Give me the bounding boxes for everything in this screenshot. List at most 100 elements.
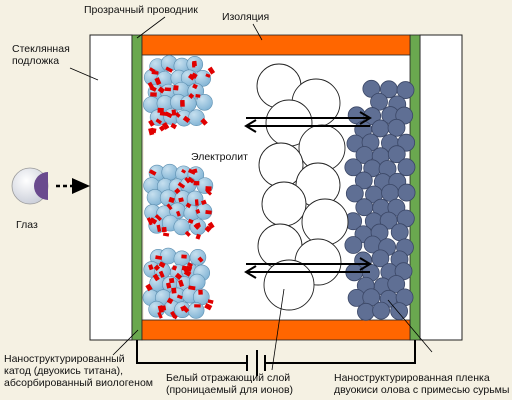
viologen-molecule bbox=[207, 66, 216, 75]
label-insulation: Изоляция bbox=[222, 11, 270, 23]
viologen-molecule bbox=[176, 210, 181, 217]
viologen-molecule bbox=[184, 230, 191, 237]
viologen-molecule bbox=[149, 85, 157, 92]
viologen-molecule bbox=[178, 279, 185, 288]
viologen-molecule bbox=[148, 169, 157, 176]
double-arrow-icon bbox=[244, 257, 372, 279]
viologen-molecule bbox=[157, 305, 164, 313]
viologen-molecule bbox=[168, 277, 175, 284]
viologen-molecule bbox=[154, 214, 162, 222]
viologen-molecule bbox=[195, 233, 201, 240]
tin-oxide-particle bbox=[344, 236, 363, 254]
white-particle bbox=[263, 259, 315, 311]
viologen-molecule bbox=[157, 311, 163, 319]
viologen-molecule bbox=[178, 197, 184, 203]
viologen-molecule bbox=[155, 118, 163, 125]
viologen-molecule bbox=[207, 299, 214, 304]
glass-substrate-left bbox=[89, 34, 133, 341]
label-electrolyte: Электролит bbox=[191, 151, 248, 163]
viologen-molecule bbox=[165, 282, 172, 289]
viologen-molecule bbox=[158, 270, 165, 278]
viologen-molecule bbox=[168, 196, 175, 204]
viologen-molecule bbox=[153, 264, 161, 271]
viologen-molecule bbox=[188, 285, 196, 291]
viologen-molecule bbox=[166, 297, 174, 305]
double-arrow-icon bbox=[244, 111, 372, 133]
viologen-molecule bbox=[172, 313, 178, 320]
viologen-molecule bbox=[184, 177, 191, 184]
viologen-molecule bbox=[198, 289, 203, 295]
viologen-molecule bbox=[180, 99, 185, 107]
viologen-molecule bbox=[177, 182, 186, 189]
tin-oxide-particle bbox=[387, 118, 406, 137]
label-white-layer: Белый отражающий слой (проницаемый для и… bbox=[166, 372, 294, 396]
tin-oxide-particle bbox=[397, 183, 416, 202]
viologen-molecule bbox=[207, 221, 215, 230]
viologen-molecule bbox=[158, 125, 166, 132]
viologen-molecule bbox=[152, 273, 160, 282]
viologen-molecule bbox=[155, 255, 163, 260]
eye-icon bbox=[11, 167, 49, 205]
tin-oxide-particles bbox=[344, 79, 416, 321]
viologen-molecule bbox=[182, 115, 191, 123]
viologen-molecule bbox=[154, 77, 162, 86]
tio2-particle bbox=[161, 163, 179, 181]
viologen-molecule bbox=[204, 225, 212, 233]
viologen-molecule bbox=[200, 118, 208, 126]
external-circuit bbox=[136, 340, 416, 376]
tin-oxide-particle bbox=[390, 302, 408, 321]
viologen-molecule bbox=[171, 265, 178, 271]
viologen-molecule bbox=[145, 283, 153, 292]
viologen-molecule bbox=[164, 87, 172, 92]
viologen-molecule bbox=[161, 226, 167, 233]
label-transparent-conductor: Прозрачный проводник bbox=[84, 4, 198, 16]
tio2-particle bbox=[189, 249, 207, 266]
viologen-molecule bbox=[183, 269, 192, 277]
tin-oxide-particle bbox=[387, 275, 406, 293]
viologen-molecule bbox=[191, 62, 196, 68]
transparent-conductor-left bbox=[131, 34, 143, 341]
arrow-right-icon bbox=[56, 178, 90, 194]
viologen-molecule bbox=[174, 187, 181, 195]
viologen-molecule bbox=[162, 232, 170, 237]
label-glass-substrate: Стеклянная подложка bbox=[12, 43, 70, 67]
viologen-molecule bbox=[185, 202, 192, 209]
white-particle bbox=[261, 181, 307, 227]
viologen-molecule bbox=[156, 224, 162, 233]
viologen-molecule bbox=[192, 83, 198, 90]
viologen-molecule bbox=[149, 217, 158, 225]
white-reflective-particles bbox=[256, 63, 349, 311]
tin-oxide-particle bbox=[390, 223, 409, 242]
viologen-molecule bbox=[148, 67, 156, 74]
viologen-molecule bbox=[159, 111, 167, 116]
viologen-molecule bbox=[195, 222, 201, 228]
tin-oxide-particle bbox=[370, 92, 388, 111]
white-particle bbox=[301, 198, 349, 246]
viologen-molecule bbox=[171, 109, 177, 116]
viologen-molecule bbox=[205, 210, 212, 215]
insulation-bottom bbox=[141, 319, 411, 341]
label-cathode: Наноструктурированный катод (двуокись ти… bbox=[4, 353, 153, 389]
tin-oxide-particle bbox=[354, 171, 373, 190]
viologen-molecule bbox=[195, 208, 201, 214]
viologen-molecule bbox=[180, 305, 187, 312]
viologen-molecule bbox=[166, 203, 173, 211]
tio2-particle bbox=[196, 94, 213, 111]
viologen-molecule bbox=[205, 186, 212, 192]
viologen-molecule bbox=[158, 261, 166, 268]
tin-oxide-particle bbox=[397, 158, 416, 177]
viologen-molecule bbox=[188, 73, 196, 81]
tin-oxide-particle bbox=[379, 211, 398, 230]
viologen-molecule bbox=[188, 168, 196, 175]
viologen-molecule bbox=[176, 294, 183, 300]
tio2-particle bbox=[188, 109, 205, 126]
viologen-molecule bbox=[174, 272, 183, 281]
viologen-molecule bbox=[181, 168, 187, 174]
viologen-molecule bbox=[195, 94, 201, 98]
viologen-molecule bbox=[174, 112, 181, 118]
viologen-molecule bbox=[165, 66, 173, 73]
insulation-top bbox=[141, 34, 411, 56]
viologen-molecule bbox=[157, 107, 164, 113]
